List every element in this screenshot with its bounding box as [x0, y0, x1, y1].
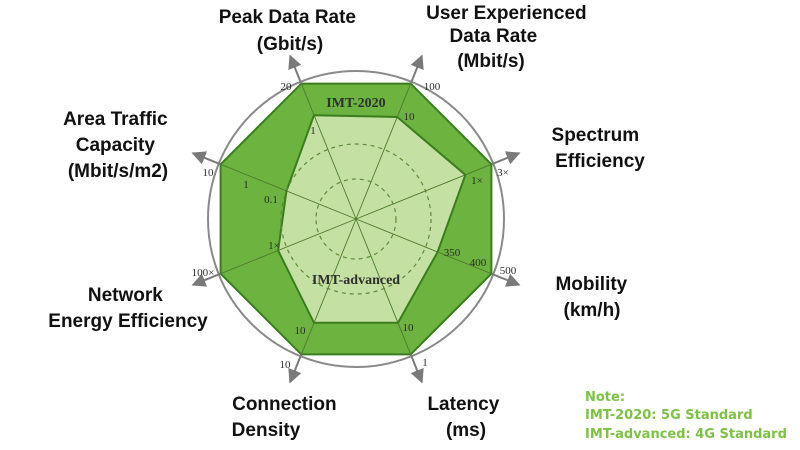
note: Note: IMT-2020: 5G Standard IMT-advanced… — [585, 390, 787, 442]
tick-label: 10 — [203, 167, 215, 179]
axis-spoke — [355, 83, 412, 220]
axis-spoke — [300, 218, 357, 355]
tick-label: 100× — [192, 267, 215, 279]
tick-label: 1× — [471, 175, 483, 187]
axis-label-spectrum-efficiency: Spectrum Efficiency — [552, 125, 646, 172]
axis-arrows — [191, 54, 521, 384]
note-line-imt-advanced: IMT-advanced: 4G Standard — [585, 427, 787, 442]
tick-label: 10 — [403, 322, 415, 334]
tick-label: 3× — [497, 167, 509, 179]
axis-labels: Peak Data Rate (Gbit/s) User Experienced… — [48, 3, 645, 441]
axis-arrow — [288, 54, 303, 84]
tick-label: 20 — [281, 81, 293, 93]
outer-circle — [207, 70, 505, 368]
tick-label: 0.1 — [264, 194, 278, 206]
tick-label: 10 — [295, 325, 307, 337]
axis-arrow — [409, 54, 424, 84]
axis-label-connection-density: Connection Density — [232, 394, 342, 441]
tick-label: 1 — [422, 357, 428, 369]
note-line-imt-2020: IMT-2020: 5G Standard — [585, 408, 753, 423]
tick-label: 1× — [268, 240, 280, 252]
axis-spoke — [300, 83, 357, 220]
tick-label: 500 — [500, 265, 517, 277]
axis-arrow — [409, 354, 424, 384]
tick-label: 1 — [243, 179, 249, 191]
tick-label: 1 — [310, 125, 316, 137]
tick-label: 100 — [424, 81, 441, 93]
axis-arrow — [191, 151, 221, 166]
dashed-ring-inner — [315, 178, 397, 260]
axis-spoke — [355, 218, 412, 355]
axis-arrow — [491, 272, 521, 287]
series-label-imt-2020: IMT-2020 — [326, 96, 385, 111]
axis-arrow — [491, 151, 521, 166]
tick-label: 350 — [444, 247, 461, 259]
series-label-imt-advanced: IMT-advanced — [312, 273, 400, 288]
note-title: Note: — [585, 390, 625, 405]
axis-label-network-energy-efficiency: Network Energy Efficiency — [48, 285, 208, 332]
axis-spokes — [220, 83, 492, 355]
tick-label: 10 — [280, 359, 292, 371]
axis-arrow — [191, 272, 221, 287]
axis-label-mobility: Mobility (km/h) — [555, 274, 632, 321]
axis-spoke — [355, 163, 492, 220]
axis-label-user-experienced-data-rate: User Experienced Data Rate (Mbit/s) — [426, 3, 592, 72]
tick-label: 10 — [404, 111, 416, 123]
tick-labels: 1 20 10 100 1× 3× 350 400 500 10 1 10 10… — [192, 81, 517, 371]
axis-label-latency: Latency (ms) — [427, 394, 504, 441]
axis-arrow — [288, 354, 303, 384]
axis-spoke — [220, 218, 357, 275]
axis-spoke — [220, 163, 357, 220]
axis-spoke — [355, 218, 492, 275]
tick-label: 400 — [470, 257, 487, 269]
dashed-ring-outer — [280, 143, 432, 295]
axis-label-area-traffic-capacity: Area Traffic Capacity (Mbit/s/m2) — [63, 109, 173, 182]
axis-label-peak-data-rate: Peak Data Rate (Gbit/s) — [219, 7, 362, 55]
